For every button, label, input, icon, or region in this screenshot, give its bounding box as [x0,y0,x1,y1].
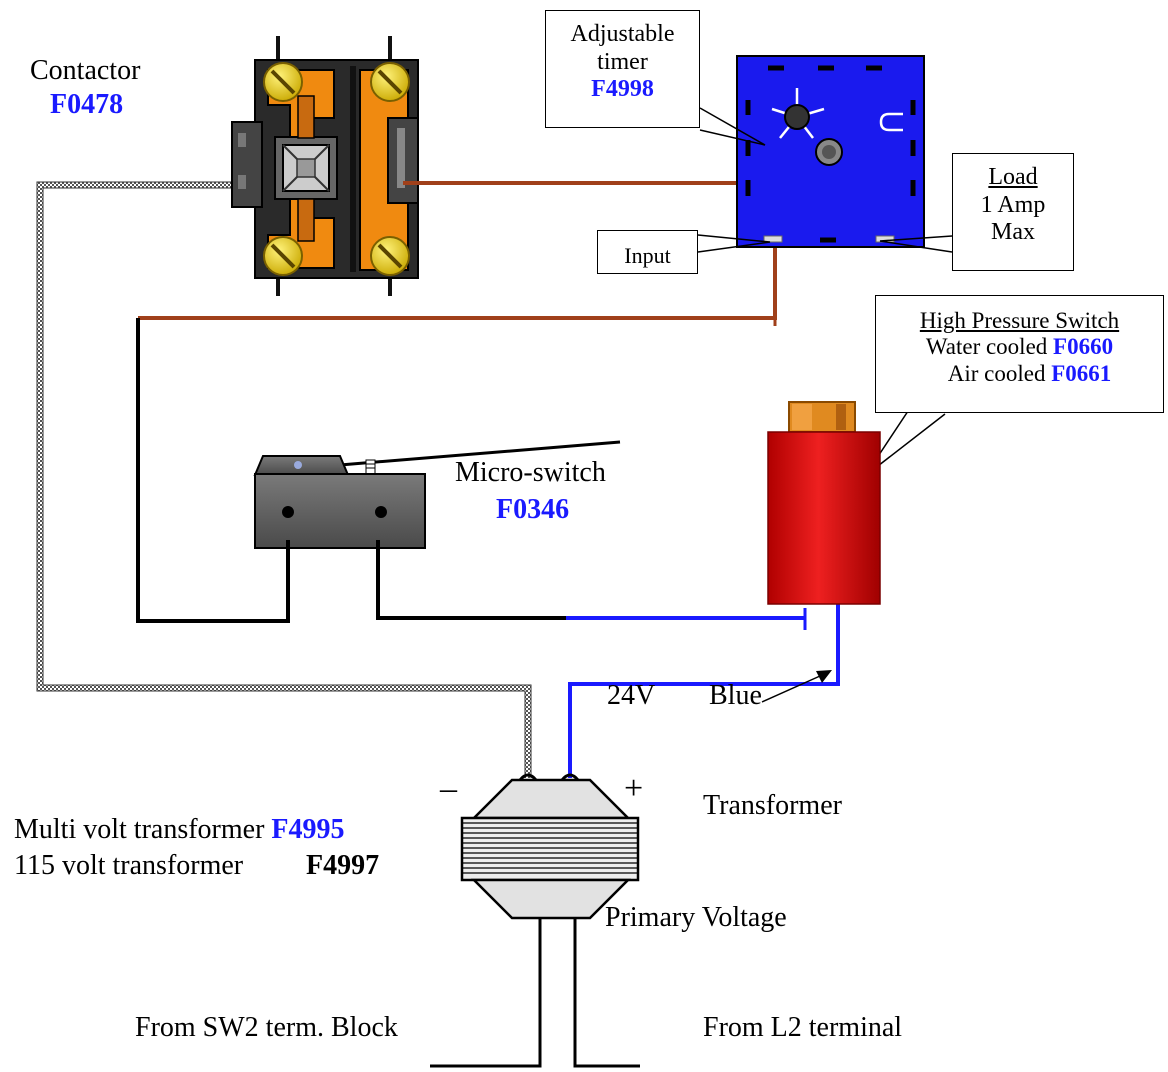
contactor-name: Contactor [30,55,141,86]
hps-title: High Pressure Switch [919,308,1120,333]
microswitch-code: F0346 [496,494,570,525]
transformer [460,773,640,920]
timer-callout: Adjustable timer F4998 [545,10,700,128]
micro-switch [253,440,621,549]
control-wire-checkered [36,181,532,778]
from-sw2-label: From SW2 term. Block [135,1012,398,1043]
timer-line1: Adjustable [570,21,675,47]
hps-water-line: Water cooled F0660 [876,334,1163,360]
multi-volt-line: Multi volt transformer F4995 [14,814,345,846]
volt115-code: F4997 [306,850,380,881]
microswitch-name: Micro-switch [455,457,606,488]
hps-air-line: Air cooled F0661 [876,361,1163,387]
hps-callout: High Pressure Switch Water cooled F0660 … [875,295,1164,413]
screw-icon [263,236,303,276]
multi-volt-code: F4995 [271,814,345,845]
volt115-label: 115 volt transformer [14,850,244,881]
from-l2-label: From L2 terminal [703,1012,903,1043]
load-line1: Load [988,164,1038,190]
input-label: Input [624,243,671,268]
high-pressure-switch [767,401,881,605]
blue-label-arrow [761,670,832,703]
hps-water-code: F0660 [1053,334,1114,360]
screw-icon [263,62,303,102]
load-line3: Max [991,219,1035,246]
hps-air-label: Air cooled [947,360,1046,386]
timer-line2: timer [597,48,648,75]
primary-leads [430,918,640,1068]
input-callout: Input [597,230,698,274]
contactor-label: Contactor [30,55,141,87]
volt115-line: 115 volt transformer [14,850,244,882]
primary-voltage-label: Primary Voltage [605,902,787,933]
load-line2: 1 Amp [980,191,1046,218]
multi-volt-label: Multi volt transformer [14,814,265,845]
screw-icon [370,236,410,276]
load-callout: Load 1 Amp Max [952,153,1074,271]
minus-sign: – [440,770,457,807]
contactor-code: F0478 [50,89,124,120]
timer-code: F4998 [591,76,654,103]
blue-wires [566,604,840,778]
voltage-label: 24V [607,680,656,711]
plus-sign: + [624,770,644,807]
black-wires [136,318,570,623]
hps-air-code: F0661 [1051,360,1112,386]
hps-water-label: Water cooled [925,334,1048,360]
wire-color-label: Blue [709,680,762,711]
contactor [231,36,419,296]
screw-icon [370,62,410,102]
adjustable-timer [736,55,925,248]
transformer-label: Transformer [703,790,842,821]
